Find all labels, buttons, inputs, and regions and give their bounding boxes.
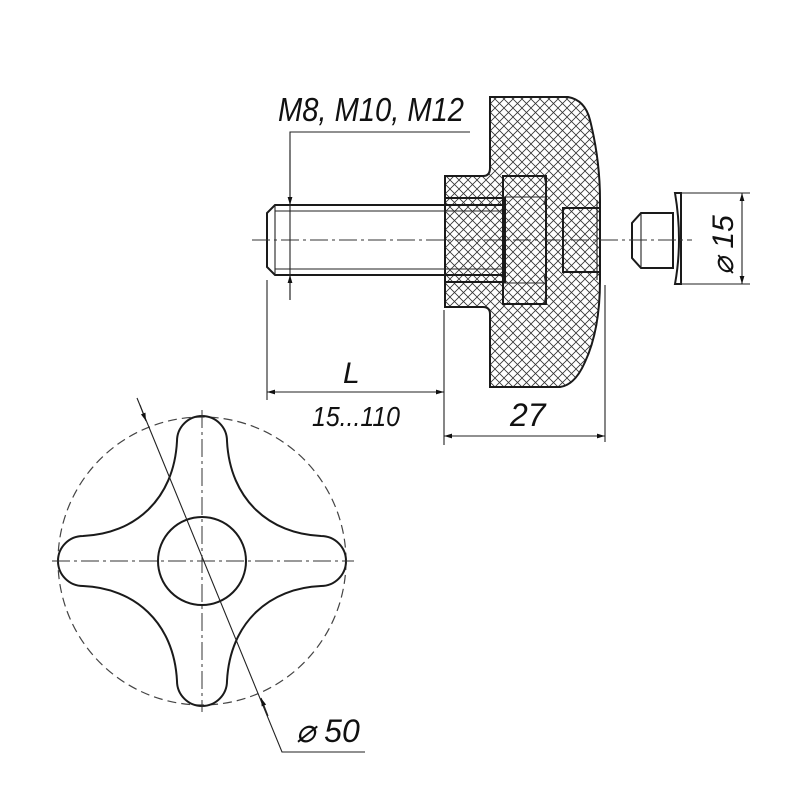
thread-size-label: M8, M10, M12: [278, 91, 464, 128]
length-range-label: 15...110: [312, 401, 400, 432]
knob-diameter-label: ⌀ 50: [296, 713, 360, 749]
star-knob-outline: [57, 415, 347, 707]
cap-diameter-label: ⌀ 15: [707, 215, 740, 275]
thread-callout: M8, M10, M12: [278, 91, 470, 300]
knob-bore: [444, 197, 506, 283]
depth-label: 27: [509, 397, 547, 433]
knob-section: [444, 96, 601, 388]
length-symbol-label: L: [343, 357, 360, 390]
knob-top-view: ⌀ 50: [52, 397, 365, 753]
hub-circle: [157, 516, 247, 606]
cover-cap: [631, 192, 682, 285]
cap-diameter-dimension: ⌀ 15: [681, 192, 750, 285]
depth-dimension: 27: [444, 285, 606, 442]
length-dimension: L 15...110: [266, 280, 445, 445]
